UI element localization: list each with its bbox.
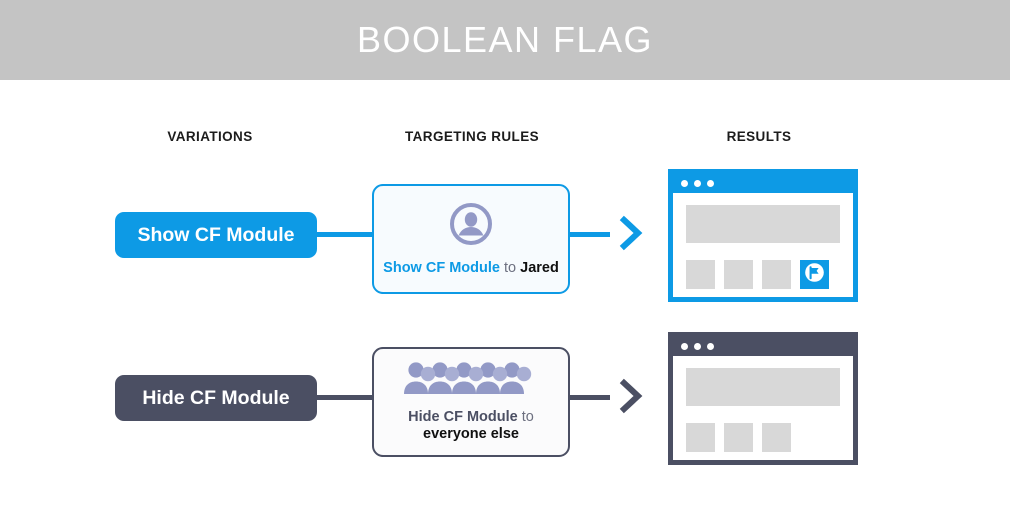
window-content <box>673 356 853 452</box>
connector-line-rule-to-arrow-row1 <box>568 232 610 237</box>
column-header-targeting-rules: TARGETING RULES <box>405 129 539 144</box>
window-titlebar <box>673 337 853 356</box>
column-header-variations: VARIATIONS <box>167 129 253 144</box>
content-tile <box>686 423 715 452</box>
window-dot-icon <box>694 343 701 350</box>
highlighted-cf-module-tile[interactable] <box>800 260 829 289</box>
window-dot-icon <box>681 343 688 350</box>
variation-pill-hide-cf-module[interactable]: Hide CF Module <box>115 375 317 421</box>
targeting-rule-card-hide[interactable]: Hide CF Module to everyone else <box>372 347 570 457</box>
arrow-right-icon-row2 <box>608 377 648 420</box>
content-tile <box>724 260 753 289</box>
page-title: BOOLEAN FLAG <box>356 19 654 60</box>
variation-pill-show-cf-module[interactable]: Show CF Module <box>115 212 317 258</box>
targeting-rule-text-show: Show CF Module to Jared <box>383 260 559 277</box>
content-tile <box>724 423 753 452</box>
rule-variation-name: Show CF Module <box>383 259 500 276</box>
content-tile-row <box>686 423 840 452</box>
crowd-of-people-icon <box>402 361 540 400</box>
rule-connector-word: to <box>517 409 534 425</box>
window-titlebar <box>673 174 853 193</box>
targeting-rule-card-show[interactable]: Show CF Module to Jared <box>372 184 570 294</box>
page-banner: BOOLEAN FLAG <box>0 0 1010 80</box>
content-tile <box>686 260 715 289</box>
single-person-icon <box>449 202 493 251</box>
targeting-rule-text-hide: Hide CF Module to everyone else <box>408 409 534 443</box>
result-window-hide <box>668 332 858 465</box>
window-dot-icon <box>707 343 714 350</box>
flag-icon <box>804 262 825 288</box>
content-tile-row <box>686 260 840 289</box>
rule-variation-name: Hide CF Module <box>408 409 518 425</box>
connector-line-variation-to-rule-row2 <box>300 395 374 400</box>
arrow-right-icon-row1 <box>608 214 648 257</box>
result-window-show <box>668 169 858 302</box>
window-content <box>673 193 853 289</box>
window-dot-icon <box>707 180 714 187</box>
window-dot-icon <box>694 180 701 187</box>
connector-line-rule-to-arrow-row2 <box>568 395 610 400</box>
window-dot-icon <box>681 180 688 187</box>
content-placeholder-block <box>686 205 840 243</box>
connector-line-variation-to-rule-row1 <box>300 232 374 237</box>
rule-target-audience: everyone else <box>423 426 519 442</box>
content-tile <box>762 260 791 289</box>
content-tile <box>762 423 791 452</box>
variation-pill-label: Show CF Module <box>137 223 295 246</box>
content-placeholder-block <box>686 368 840 406</box>
column-header-results: RESULTS <box>726 129 792 144</box>
rule-connector-word: to <box>499 259 521 276</box>
rule-target-audience: Jared <box>520 259 559 276</box>
variation-pill-label: Hide CF Module <box>142 386 290 409</box>
